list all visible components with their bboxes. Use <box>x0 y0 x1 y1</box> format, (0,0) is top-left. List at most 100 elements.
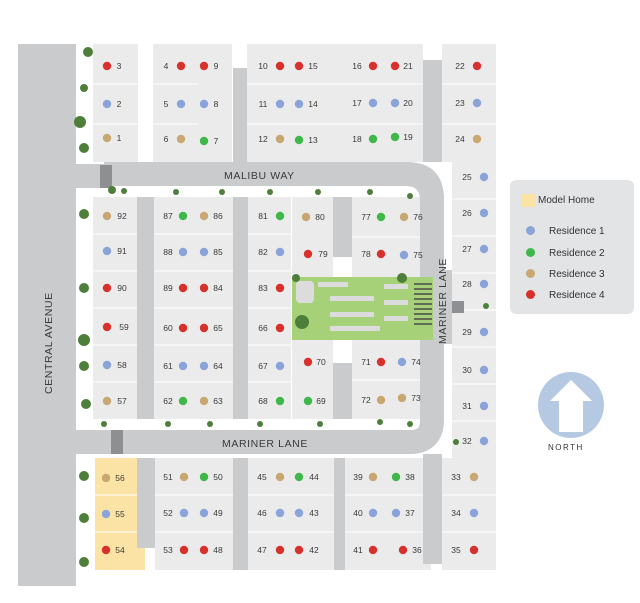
lot-number: 76 <box>413 212 423 222</box>
tree-icon <box>483 303 489 309</box>
lot-86: 86 <box>199 211 223 221</box>
lot-marker-dot-icon <box>178 247 188 257</box>
lot-marker-dot-icon <box>178 361 188 371</box>
tree-icon <box>80 84 88 92</box>
north-label: NORTH <box>548 443 584 452</box>
lot-36: 36 <box>398 545 422 555</box>
tree-icon <box>315 189 321 195</box>
street-trees <box>74 47 489 567</box>
lot-marker-dot-icon <box>199 508 209 518</box>
tree-icon <box>367 189 373 195</box>
tree-icon <box>267 189 273 195</box>
lot-91: 91 <box>102 246 127 256</box>
lot-marker-dot-icon <box>178 283 188 293</box>
lot-82: 82 <box>258 247 285 257</box>
lot-53: 53 <box>163 545 189 555</box>
lot-62: 62 <box>163 396 188 406</box>
lot-number: 11 <box>259 99 268 109</box>
lot-marker-dot-icon <box>176 134 186 144</box>
lot-number: 13 <box>308 135 318 145</box>
lot-marker-dot-icon <box>479 401 489 411</box>
tree-icon <box>79 283 89 293</box>
lot-number: 52 <box>163 508 173 518</box>
lot-number: 4 <box>164 61 169 71</box>
lot-marker-dot-icon <box>390 132 400 142</box>
lot-number: 30 <box>462 365 472 375</box>
lot-30: 30 <box>462 365 489 375</box>
block-bot-4 <box>248 458 292 570</box>
lot-number: 62 <box>163 396 173 406</box>
lot-16: 16 <box>352 61 378 71</box>
lot-marker-dot-icon <box>479 279 489 289</box>
lot-8: 8 <box>199 99 219 109</box>
lot-marker-dot-icon <box>275 472 285 482</box>
lot-marker-dot-icon <box>294 545 304 555</box>
lot-5: 5 <box>164 99 186 109</box>
lot-47: 47 <box>257 545 285 555</box>
lot-number: 26 <box>462 208 472 218</box>
block-top-7 <box>381 44 423 162</box>
lot-number: 61 <box>163 361 173 371</box>
lot-1: 1 <box>102 133 122 143</box>
block-top-8 <box>442 44 496 162</box>
lot-42: 42 <box>294 545 319 555</box>
park-area <box>292 273 433 340</box>
lot-7: 7 <box>199 136 219 146</box>
block-top-1 <box>93 44 138 162</box>
lot-49: 49 <box>199 508 223 518</box>
lot-67: 67 <box>258 361 285 371</box>
road-stub-4 <box>233 197 248 419</box>
lot-number: 89 <box>163 283 173 293</box>
lot-63: 63 <box>199 396 223 406</box>
road-left-stub-top <box>137 197 154 419</box>
block-bot-8 <box>442 458 496 570</box>
tree-icon <box>317 421 323 427</box>
street-label-central-avenue: CENTRAL AVENUE <box>43 292 55 394</box>
park-path-5 <box>384 284 408 289</box>
lot-number: 2 <box>117 99 122 109</box>
lot-marker-dot-icon <box>469 508 479 518</box>
legend-item: Residence 4 <box>526 290 605 301</box>
lot-marker-dot-icon <box>479 436 489 446</box>
road-entry-top <box>76 164 104 188</box>
lot-60: 60 <box>163 323 188 333</box>
lot-marker-dot-icon <box>390 98 400 108</box>
lot-marker-dot-icon <box>101 545 111 555</box>
tree-icon <box>79 209 89 219</box>
tree-icon <box>78 334 90 346</box>
lot-marker-dot-icon <box>472 134 482 144</box>
driveway-left-top <box>100 165 112 188</box>
lot-number: 6 <box>164 134 169 144</box>
north-arrow-icon <box>538 372 604 438</box>
lot-number: 72 <box>361 395 371 405</box>
tree-icon <box>173 189 179 195</box>
lot-marker-dot-icon <box>294 472 304 482</box>
lot-marker-dot-icon <box>199 545 209 555</box>
lot-number: 40 <box>353 508 363 518</box>
tree-icon <box>219 189 225 195</box>
park-tree <box>292 274 300 282</box>
lot-88: 88 <box>163 247 188 257</box>
lot-marker-dot-icon <box>294 99 304 109</box>
lot-90: 90 <box>102 283 127 293</box>
lot-number: 75 <box>413 250 423 260</box>
lot-4: 4 <box>164 61 186 71</box>
lot-number: 77 <box>361 212 371 222</box>
lot-marker-dot-icon <box>368 508 378 518</box>
lot-marker-dot-icon <box>303 357 313 367</box>
lot-number: 44 <box>309 472 319 482</box>
legend-item-label: Residence 3 <box>549 269 605 280</box>
lot-marker-dot-icon <box>199 136 209 146</box>
lot-number: 3 <box>117 61 122 71</box>
lot-marker-dot-icon <box>102 61 112 71</box>
lot-75: 75 <box>399 250 423 260</box>
lot-number: 59 <box>119 322 129 332</box>
lot-2: 2 <box>102 99 122 109</box>
lot-number: 81 <box>258 211 268 221</box>
lot-marker-dot-icon <box>176 61 186 71</box>
lot-51: 51 <box>163 472 189 482</box>
lot-80: 80 <box>301 212 325 222</box>
lot-92: 92 <box>102 211 127 221</box>
lot-55: 55 <box>101 509 125 519</box>
lot-number: 63 <box>213 396 223 406</box>
